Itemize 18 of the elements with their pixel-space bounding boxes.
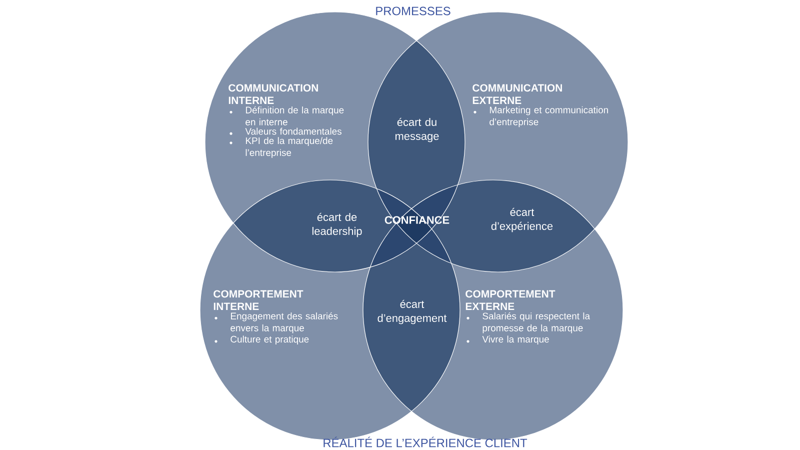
overlap-label: écart du message xyxy=(396,118,439,142)
bullet-item: Culture et pratique xyxy=(214,336,309,344)
caption: RÉALITÉ DE L’EXPÉRIENCE CLIENT xyxy=(324,436,528,448)
bullet-item: Vivre la marque xyxy=(466,336,549,344)
overlap-label: écart de leadership xyxy=(312,212,362,238)
bullet-item: Engagement des salariés envers la marque xyxy=(214,312,338,334)
overlap-label: écart d’engagement xyxy=(378,300,447,324)
bullet-item: Marketing et communication d’entreprise xyxy=(474,106,608,128)
bullet-item: Définition de la marque en interne xyxy=(230,106,344,126)
bullet-item: KPI de la marque/de l’entreprise xyxy=(230,137,333,158)
heading: COMPORTEMENT INTERNE xyxy=(214,290,304,310)
bullet-item: Valeurs fondamentales xyxy=(230,128,342,135)
bullet-item: Salariés qui respectent la promesse de la marque xyxy=(466,312,590,334)
title: PROMESSES xyxy=(376,6,450,16)
heading: COMMUNICATION INTERNE xyxy=(228,84,318,104)
overlap-label: écart d’expérience xyxy=(491,208,553,232)
heading: COMMUNICATION EXTERNE xyxy=(472,84,562,104)
heading: COMPORTEMENT EXTERNE xyxy=(466,290,556,310)
